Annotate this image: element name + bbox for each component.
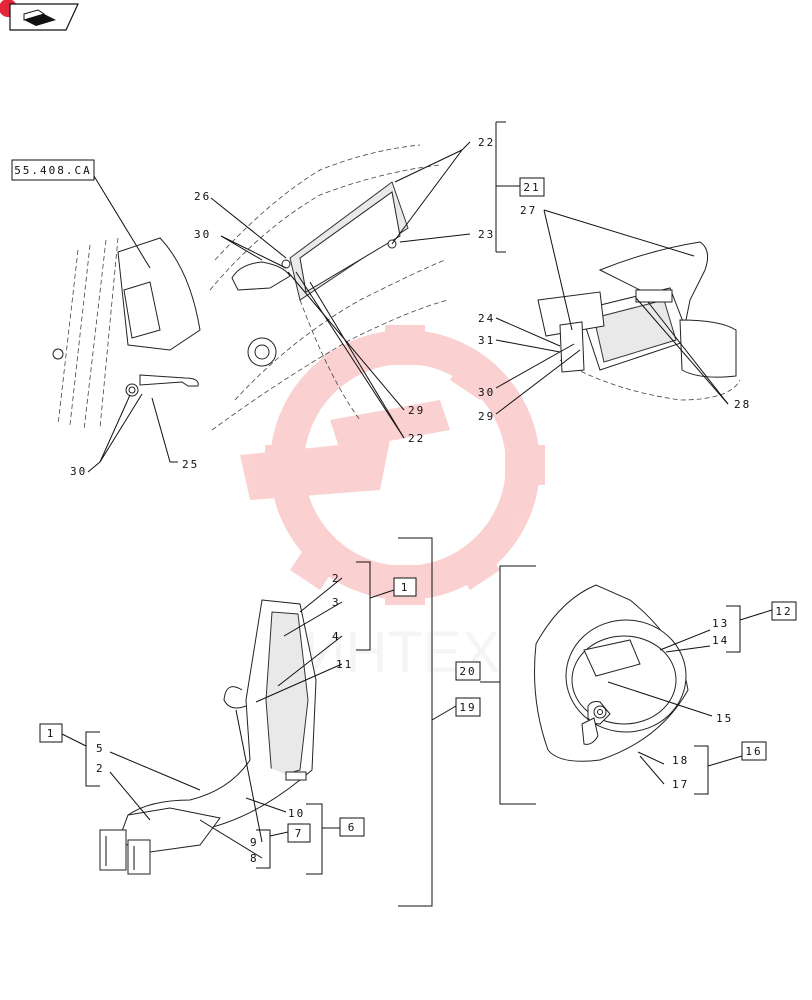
callout-31: 31 [478, 334, 495, 347]
callout-2-lower: 2 [96, 762, 105, 775]
callout-30-upper: 30 [194, 228, 211, 241]
callout-22-bottom: 22 [408, 432, 425, 445]
callout-19-box: 19 [455, 697, 481, 717]
callout-15: 15 [716, 712, 733, 725]
callout-25: 25 [182, 458, 199, 471]
callout-20-box: 20 [455, 661, 481, 681]
svg-text:1: 1 [47, 727, 56, 740]
callout-3: 3 [332, 596, 341, 609]
svg-text:19: 19 [459, 701, 476, 714]
callout-17: 17 [672, 778, 689, 791]
callout-14: 14 [712, 634, 729, 647]
callout-8: 8 [250, 852, 259, 865]
callout-13: 13 [712, 617, 729, 630]
callout-27: 27 [520, 204, 537, 217]
callout-12-box: 12 [771, 601, 797, 621]
callout-29-mid: 29 [408, 404, 425, 417]
callout-5: 5 [96, 742, 105, 755]
control-housing-view [537, 241, 741, 401]
air-duct-assembly-view [99, 599, 317, 875]
callout-1-box-left: 1 [39, 723, 63, 743]
svg-text:20: 20 [459, 665, 476, 678]
svg-text:55.408.CA: 55.408.CA [14, 164, 92, 177]
cab-interior-view [209, 144, 449, 431]
callout-21-box: 21 [519, 177, 545, 197]
callout-18: 18 [672, 754, 689, 767]
callout-26: 26 [194, 190, 211, 203]
callout-2-upper: 2 [332, 572, 341, 585]
svg-text:16: 16 [745, 745, 762, 758]
callout-24: 24 [478, 312, 495, 325]
callout-22-top: 22 [478, 136, 495, 149]
svg-text:7: 7 [295, 827, 304, 840]
callout-10: 10 [288, 807, 305, 820]
back-arrow-icon [23, 9, 56, 26]
round-vent-housing-view [534, 584, 689, 762]
svg-text:6: 6 [348, 821, 357, 834]
callout-9: 9 [250, 836, 259, 849]
callout-6-box: 6 [339, 817, 365, 837]
ref-label-55-408-ca: 55.408.CA [11, 159, 151, 269]
callout-4: 4 [332, 630, 341, 643]
callout-16-box: 16 [741, 741, 767, 761]
callout-30-left: 30 [70, 465, 87, 478]
svg-text:12: 12 [775, 605, 792, 618]
callout-1-box-right: 1 [393, 577, 417, 597]
svg-text:21: 21 [523, 181, 540, 194]
nav-back-button[interactable] [0, 0, 79, 31]
callout-11: 11 [336, 658, 353, 671]
callout-30-right: 30 [478, 386, 495, 399]
cab-post-panel-view [52, 237, 201, 431]
svg-text:1: 1 [401, 581, 410, 594]
callout-7-box: 7 [287, 823, 311, 843]
callout-28: 28 [734, 398, 751, 411]
callout-29-right: 29 [478, 410, 495, 423]
callout-23: 23 [478, 228, 495, 241]
